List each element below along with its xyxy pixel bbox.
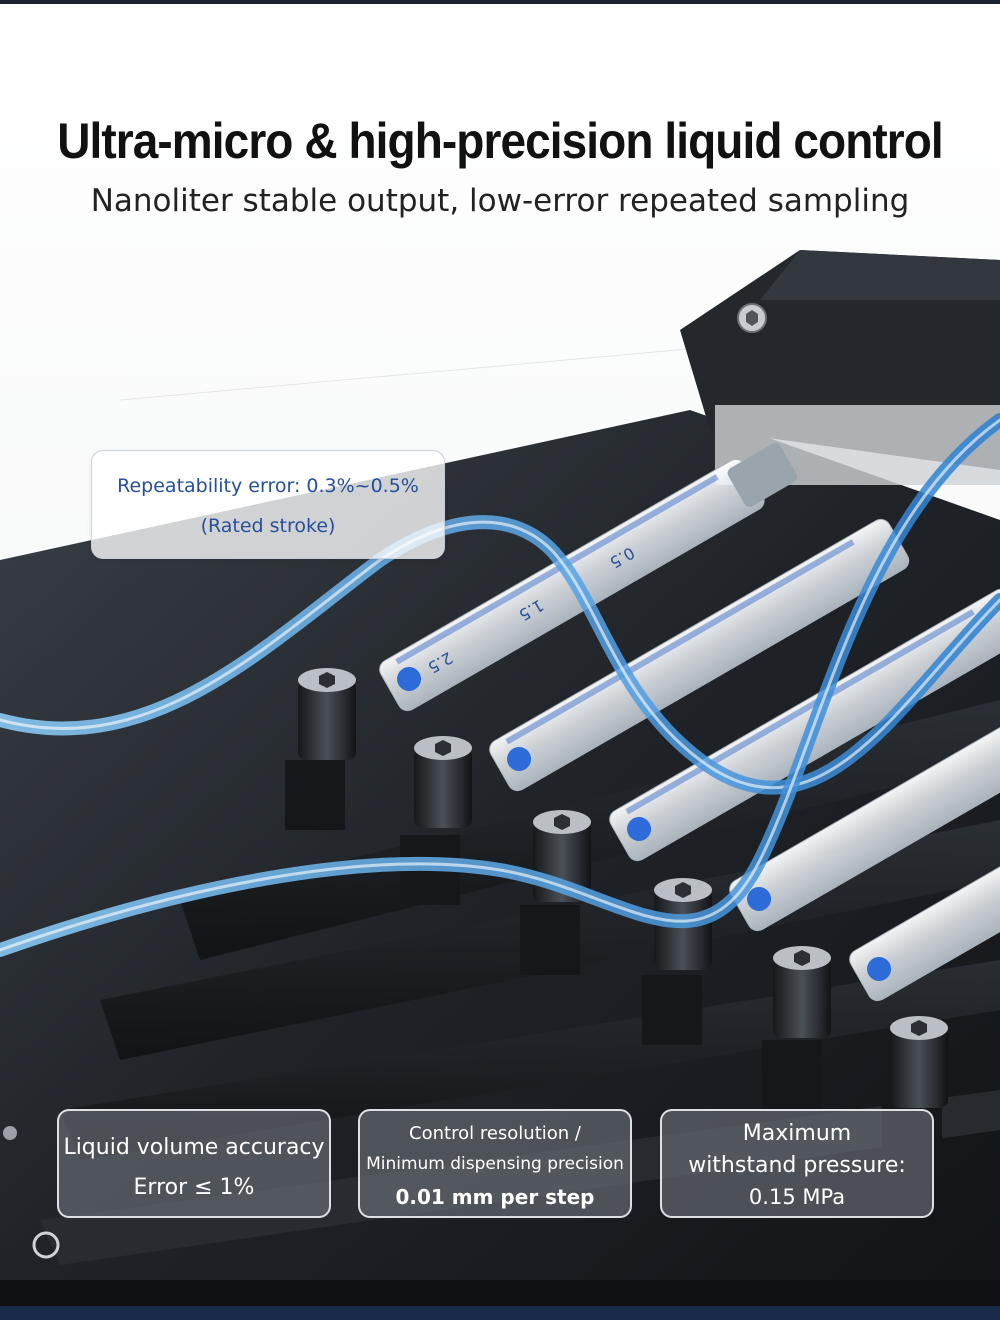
liquid-tubes: [0, 413, 1000, 957]
syringe-plunger-knob-icon: [642, 878, 712, 1045]
page-subtitle: Nanoliter stable output, low-error repea…: [90, 183, 910, 219]
brand-logo-icon: [627, 817, 652, 841]
spec-card-resolution: Control resolution / Minimum dispensing …: [358, 1109, 632, 1218]
callout-line-1: Repeatability error: 0.3%~0.5%: [117, 475, 419, 497]
brand-logo-icon: [397, 667, 422, 691]
spec-card-line: 0.15 MPa: [748, 1185, 846, 1209]
brand-logo-icon: [747, 887, 772, 911]
syringe-plunger-knob-icon: [285, 668, 356, 830]
spec-card-accuracy: Liquid volume accuracy Error ≤ 1%: [57, 1109, 331, 1218]
callout-line-2: (Rated stroke): [200, 515, 336, 537]
spec-card-line: withstand pressure:: [688, 1153, 906, 1178]
top-border: [0, 0, 1000, 4]
repeatability-callout: Repeatability error: 0.3%~0.5% (Rated st…: [91, 450, 445, 559]
syringe-plunger-knob-icon: [400, 736, 472, 905]
syringe-4: [729, 688, 1000, 932]
hex-socket-screw-icon: [3, 1126, 17, 1140]
syringe-plunger-knob-icon: [762, 946, 831, 1110]
plunger-clamps: [285, 668, 948, 1175]
spec-card-line: Liquid volume accuracy: [63, 1135, 325, 1160]
syringe-5: [849, 808, 1000, 1002]
spec-card-pressure: Maximum withstand pressure: 0.15 MPa: [660, 1109, 934, 1218]
spec-card-line: 0.01 mm per step: [395, 1185, 595, 1209]
syringe-2: [489, 518, 910, 792]
spec-card-line: Control resolution /: [409, 1123, 581, 1144]
hex-socket-screw-icon: [32, 1231, 60, 1259]
syringe-array: 2.5 1.5 0.5: [379, 443, 1000, 1002]
spec-card-line: Error ≤ 1%: [133, 1175, 255, 1200]
brand-logo-icon: [507, 747, 532, 771]
brand-logo-icon: [867, 957, 892, 981]
spec-card-line: Maximum: [742, 1121, 852, 1146]
spec-card-line: Minimum dispensing precision: [366, 1154, 624, 1174]
bottom-border: [0, 1306, 1000, 1320]
page-title: Ultra-micro & high-precision liquid cont…: [57, 113, 944, 169]
